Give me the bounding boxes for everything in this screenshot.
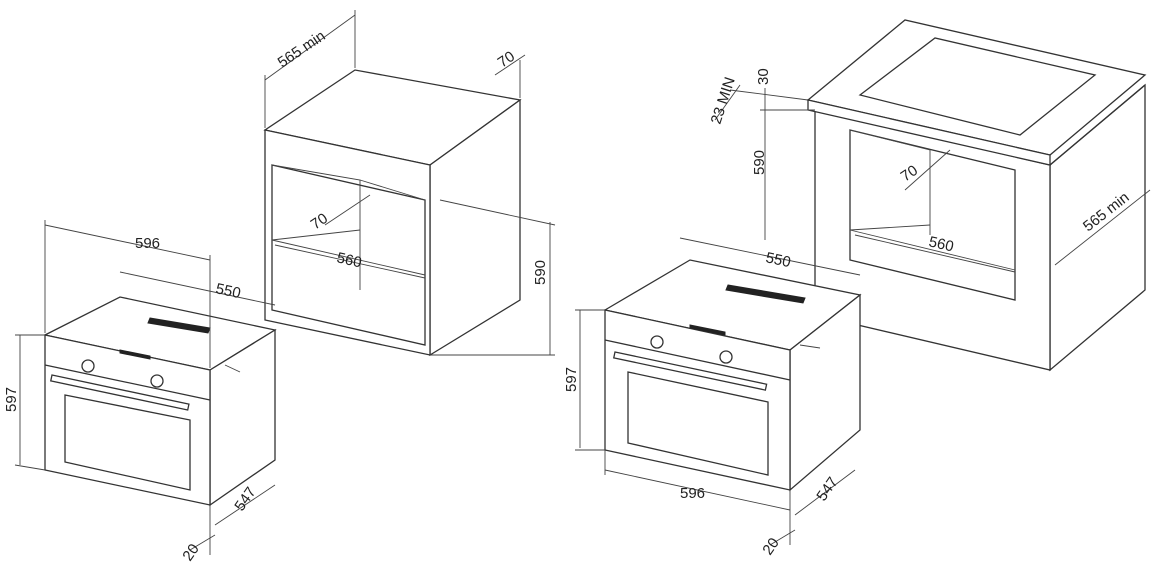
left-oven-front-thickness-label: 20 (179, 541, 202, 564)
right-cabinet (806, 19, 1147, 372)
left-cabinet (263, 69, 522, 357)
left-cabinet-opening-width-label: 560 (335, 249, 363, 271)
left-cabinet-opening-height-label: 590 (532, 260, 549, 285)
right-cabinet-top-gap-label: 30 (755, 68, 772, 85)
right-cabinet-opening-depth-label: 70 (898, 162, 921, 185)
right-oven (603, 259, 862, 492)
right-oven-dimensions (575, 237, 861, 546)
left-oven-width-label: 596 (135, 235, 160, 252)
right-cabinet-dimensions (714, 84, 1151, 273)
right-oven-front-thickness-label: 20 (759, 535, 782, 558)
left-oven (43, 296, 277, 507)
left-cabinet-opening-depth-label: 70 (308, 210, 331, 233)
right-cabinet-opening-width-label: 560 (927, 233, 955, 255)
right-oven-width-label: 596 (680, 485, 705, 502)
right-oven-height-label: 597 (563, 367, 580, 392)
left-oven-body-depth-label: 547 (231, 484, 259, 514)
left-cabinet-depth-label: 565 min (275, 27, 329, 71)
left-oven-height-label: 597 (3, 387, 20, 412)
left-oven-dimensions (14, 220, 276, 555)
right-oven-body-depth-label: 547 (813, 474, 841, 504)
left-oven-depth-label: 550 (214, 280, 242, 302)
right-cabinet-ventilation-label: 23 MIN (708, 75, 739, 126)
right-cabinet-opening-height-label: 590 (751, 150, 768, 175)
left-cabinet-dimensions (264, 10, 556, 356)
right-oven-depth-label: 550 (764, 249, 792, 271)
left-cabinet-back-gap-label: 70 (495, 48, 518, 71)
